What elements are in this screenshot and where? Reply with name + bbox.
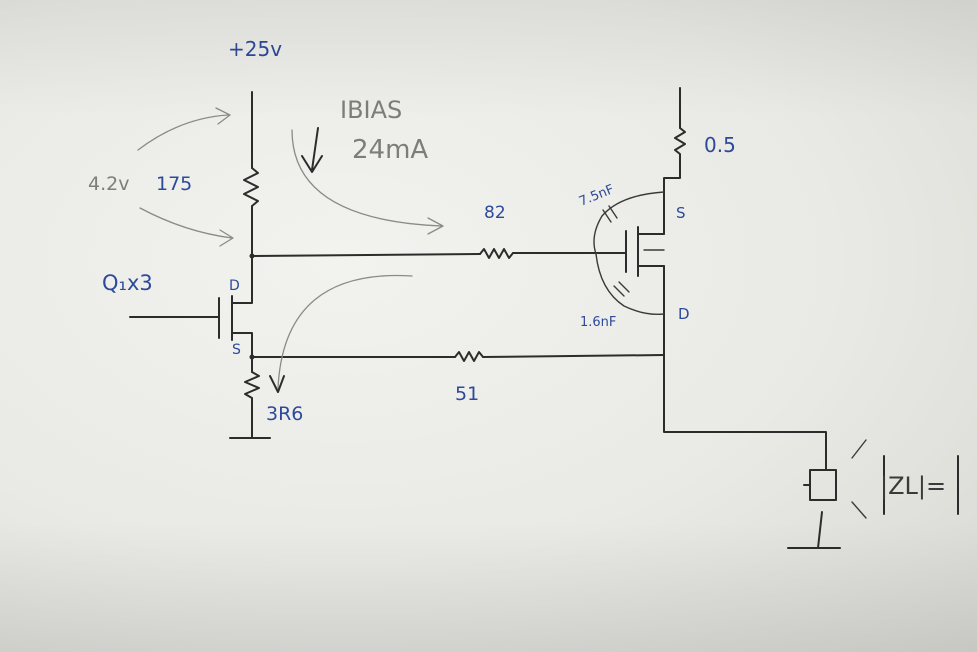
cap-7-5nf-label: 7.5nF	[577, 182, 616, 210]
gate-drive	[251, 248, 627, 259]
arrow-lower-left	[139, 207, 234, 247]
resistor-82-label: 82	[484, 203, 506, 223]
text-labels: +25v IBIAS 24mA 4.2v 175 82 7.5nF 1.6nF …	[88, 37, 946, 500]
arrow-ibias-current	[291, 129, 444, 235]
resistor-175	[243, 167, 259, 257]
cap-1-6nf-label: 1.6nF	[580, 315, 616, 330]
resistor-3r6	[244, 371, 260, 439]
resistor-0-5	[663, 127, 686, 235]
voltage-label: 4.2v	[88, 173, 129, 195]
cap-arc-top	[593, 191, 665, 255]
resistor-175-label: 175	[156, 173, 192, 195]
arrow-upper-left	[137, 107, 231, 151]
pencil-annotations	[137, 107, 444, 393]
cap-1-6nf-plates	[613, 281, 630, 297]
q1-label: Q₁x3	[102, 271, 153, 295]
q1-source-label: S	[232, 342, 241, 358]
resistor-51-label: 51	[455, 383, 479, 405]
left-branch	[129, 91, 271, 439]
feedback-path	[251, 351, 665, 362]
q1-drain-label: D	[229, 278, 240, 294]
gate-wire	[251, 253, 481, 257]
upper-fet	[625, 87, 827, 471]
speaker-body	[809, 469, 837, 501]
speaker-load	[787, 439, 959, 549]
output-wire	[663, 265, 827, 471]
speaker-wave-top	[851, 439, 867, 459]
arrow-ibias-down	[301, 127, 323, 173]
ibias-title: IBIAS	[340, 96, 402, 124]
speaker-wave-bottom	[851, 501, 867, 519]
resistor-51	[454, 351, 484, 362]
resistor-0-5-label: 0.5	[704, 133, 736, 157]
miller-caps	[593, 191, 665, 316]
arrow-return-current	[277, 274, 413, 389]
arrow-return-head	[269, 375, 285, 393]
feedback-wire-right	[482, 354, 665, 358]
resistor-82	[479, 248, 514, 259]
speaker-lower-wire	[817, 511, 823, 549]
supply-label: +25v	[228, 37, 282, 61]
upper-drain-label: D	[678, 305, 690, 323]
cap-arc-bottom	[595, 253, 665, 316]
cap-7-5nf-plates	[602, 205, 618, 223]
resistor-3r6-label: 3R6	[266, 403, 303, 425]
ibias-value: 24mA	[352, 135, 428, 165]
upper-source-label: S	[676, 204, 686, 222]
impedance-label: |ZL|=	[880, 472, 946, 500]
